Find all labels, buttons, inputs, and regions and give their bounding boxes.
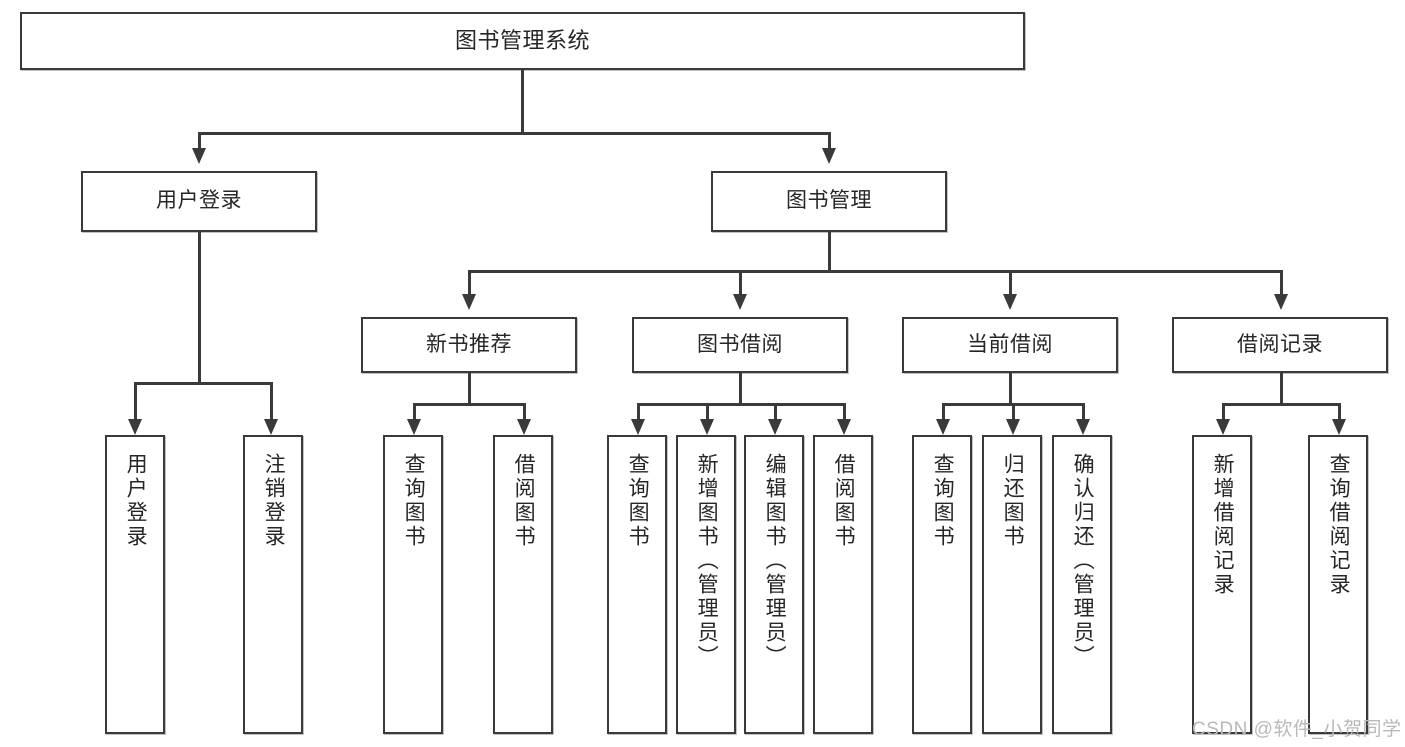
connector-user-login-to-leaf-2 <box>270 382 273 419</box>
node-label: 查询借阅记录 <box>1327 453 1351 597</box>
node-label: 借阅记录 <box>1237 332 1323 356</box>
connector-root-to-book-manage <box>828 132 831 150</box>
node-leaf-confirm-return[interactable]: 确认归还（管理员） <box>1052 435 1112 734</box>
connector-book-manage-to-book-borrow <box>739 270 742 294</box>
node-label: 借阅图书 <box>832 453 856 549</box>
arrowhead-leaf-query-book-2 <box>630 419 645 435</box>
node-label: 新书推荐 <box>426 332 512 356</box>
arrowhead-borrow-record <box>1273 294 1288 310</box>
connector-current-borrow-to-leaf-1 <box>942 403 945 419</box>
node-label: 借阅图书 <box>512 453 536 549</box>
arrowhead-current-borrow <box>1002 294 1017 310</box>
connector-user-login-to-leaf-1 <box>134 382 137 419</box>
connector-new-book-to-leaf-2 <box>523 403 526 419</box>
node-user-login[interactable]: 用户登录 <box>81 171 317 232</box>
node-leaf-query-book-3[interactable]: 查询图书 <box>912 435 972 734</box>
node-book-management[interactable]: 图书管理 <box>711 171 947 232</box>
node-borrow-record[interactable]: 借阅记录 <box>1172 317 1388 373</box>
node-leaf-query-record[interactable]: 查询借阅记录 <box>1308 435 1368 734</box>
node-label: 编辑图书（管理员） <box>763 453 787 669</box>
node-leaf-add-record[interactable]: 新增借阅记录 <box>1192 435 1252 734</box>
connector-book-manage-stem <box>828 232 831 272</box>
node-label: 当前借阅 <box>967 332 1053 356</box>
node-leaf-edit-book[interactable]: 编辑图书（管理员） <box>744 435 804 734</box>
node-new-book-recommend[interactable]: 新书推荐 <box>361 317 577 373</box>
node-leaf-return-book[interactable]: 归还图书 <box>982 435 1042 734</box>
node-root-book-management-system[interactable]: 图书管理系统 <box>20 12 1025 70</box>
node-current-borrow[interactable]: 当前借阅 <box>902 317 1118 373</box>
connector-current-borrow-stem <box>1009 373 1012 405</box>
node-label: 用户登录 <box>156 189 242 213</box>
connector-book-borrow-stem <box>739 373 742 405</box>
arrowhead-user-login <box>191 148 206 164</box>
node-label: 用户登录 <box>124 453 148 549</box>
arrowhead-leaf-query-record <box>1331 419 1346 435</box>
arrowhead-leaf-query-book-1 <box>406 419 421 435</box>
connector-new-book-bus <box>413 403 523 406</box>
connector-root-stem <box>521 70 524 134</box>
node-label: 注销登录 <box>262 453 286 549</box>
connector-new-book-stem <box>468 373 471 405</box>
connector-borrow-record-to-leaf-2 <box>1338 403 1341 419</box>
connector-book-borrow-to-leaf-3 <box>774 403 777 419</box>
node-label: 查询图书 <box>931 453 955 549</box>
connector-current-borrow-to-leaf-3 <box>1082 403 1085 419</box>
connector-borrow-record-to-leaf-1 <box>1222 403 1225 419</box>
node-leaf-borrow-book-2[interactable]: 借阅图书 <box>813 435 873 734</box>
node-leaf-user-logout[interactable]: 注销登录 <box>243 435 303 734</box>
node-label: 查询图书 <box>402 453 426 549</box>
arrowhead-leaf-user-login <box>127 419 142 435</box>
arrowhead-leaf-user-logout <box>263 419 278 435</box>
arrowhead-new-book-recommend <box>461 294 476 310</box>
connector-root-to-user-login <box>198 132 201 150</box>
arrowhead-leaf-edit-book <box>767 419 782 435</box>
connector-book-manage-to-borrow-record <box>1280 270 1283 294</box>
connector-book-manage-bus <box>468 270 1282 273</box>
connector-book-manage-to-current-borrow <box>1009 270 1012 294</box>
arrowhead-leaf-confirm-return <box>1075 419 1090 435</box>
connector-borrow-record-bus <box>1222 403 1338 406</box>
connector-user-login-bus <box>134 382 270 385</box>
node-leaf-user-login[interactable]: 用户登录 <box>105 435 165 734</box>
node-leaf-borrow-book-1[interactable]: 借阅图书 <box>493 435 553 734</box>
node-label: 新增图书（管理员） <box>695 453 719 669</box>
node-label: 归还图书 <box>1001 453 1025 549</box>
connector-root-bus <box>198 132 830 135</box>
arrowhead-leaf-query-book-3 <box>935 419 950 435</box>
node-book-borrow[interactable]: 图书借阅 <box>632 317 848 373</box>
connector-user-login-stem <box>198 232 201 384</box>
arrowhead-leaf-borrow-book-1 <box>516 419 531 435</box>
node-leaf-query-book-1[interactable]: 查询图书 <box>383 435 443 734</box>
node-label: 查询图书 <box>626 453 650 549</box>
node-label: 确认归还（管理员） <box>1071 453 1095 669</box>
arrowhead-leaf-add-book <box>699 419 714 435</box>
connector-book-borrow-to-leaf-2 <box>706 403 709 419</box>
arrowhead-leaf-add-record <box>1215 419 1230 435</box>
connector-book-borrow-bus <box>637 403 843 406</box>
node-label: 图书借阅 <box>697 332 783 356</box>
connector-book-manage-to-new-book <box>468 270 471 294</box>
connector-current-borrow-to-leaf-2 <box>1012 403 1015 419</box>
connector-book-borrow-to-leaf-4 <box>843 403 846 419</box>
node-label: 图书管理 <box>786 189 872 213</box>
arrowhead-leaf-borrow-book-2 <box>836 419 851 435</box>
node-leaf-add-book[interactable]: 新增图书（管理员） <box>676 435 736 734</box>
arrowhead-book-manage <box>821 148 836 164</box>
arrowhead-leaf-return-book <box>1005 419 1020 435</box>
node-label: 图书管理系统 <box>454 28 590 54</box>
connector-borrow-record-stem <box>1280 373 1283 405</box>
node-leaf-query-book-2[interactable]: 查询图书 <box>607 435 667 734</box>
connector-new-book-to-leaf-1 <box>413 403 416 419</box>
arrowhead-book-borrow <box>732 294 747 310</box>
node-label: 新增借阅记录 <box>1211 453 1235 597</box>
connector-book-borrow-to-leaf-1 <box>637 403 640 419</box>
